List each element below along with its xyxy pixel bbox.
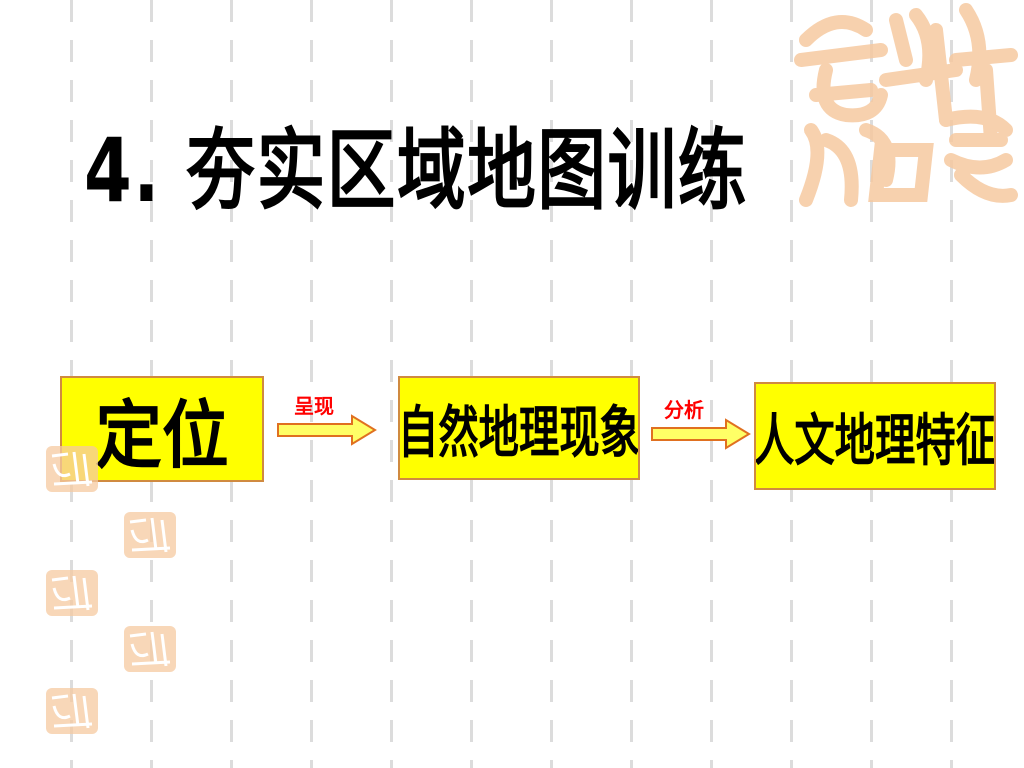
arrow-right-icon	[651, 418, 751, 450]
node-human-label: 人文地理特征	[754, 408, 996, 474]
node-physical-phenomena: 自然地理现象	[398, 376, 640, 480]
small-seal-logo	[124, 626, 176, 672]
node-human-features: 人文地理特征	[754, 382, 996, 490]
node-locate-label: 定位	[95, 392, 229, 479]
small-seal-logo	[46, 446, 98, 492]
auspicious-seal-logo	[794, 3, 1018, 207]
node-physical-label: 自然地理现象	[398, 400, 640, 466]
small-seal-logo	[124, 512, 176, 558]
edge-label-present: 呈现	[294, 394, 334, 418]
slide-title: 4. 夯实区域地图训练	[84, 119, 749, 222]
edge-label-analyze: 分析	[664, 398, 704, 422]
arrow-right-icon	[277, 414, 377, 446]
small-seal-logo	[46, 570, 98, 616]
small-seal-logo	[46, 688, 98, 734]
